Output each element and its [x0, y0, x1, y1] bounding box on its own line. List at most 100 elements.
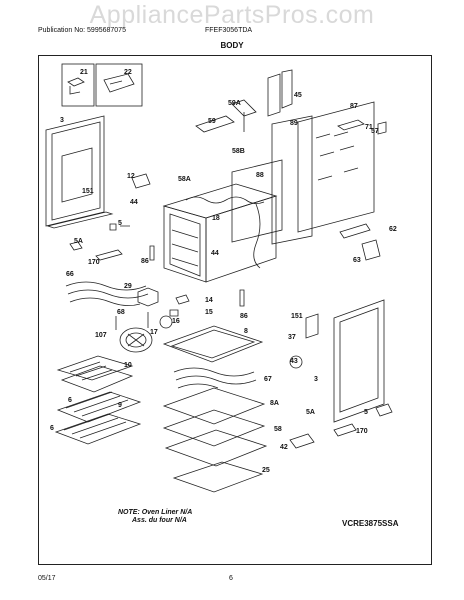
part-21-box — [61, 63, 95, 107]
door-bottom-trim — [46, 211, 114, 229]
part-10-broil-insert — [56, 355, 134, 381]
label-part-15: 15 — [205, 309, 213, 316]
part-62-switch — [339, 223, 381, 261]
label-part-43: 43 — [290, 358, 298, 365]
label-part-21: 21 — [80, 69, 88, 76]
part-107-fan-cover — [119, 327, 153, 353]
part-58B-panel — [231, 159, 283, 243]
part-5-screw — [109, 223, 130, 231]
oven-side-face — [205, 195, 277, 283]
part-9-broil-pan — [60, 365, 134, 393]
part-5-screw-right — [375, 403, 393, 417]
label-part-6-top: 6 — [68, 397, 72, 404]
oven-racks-guides — [171, 229, 199, 267]
label-part-86-left: 86 — [141, 258, 149, 265]
part-58-insulation — [162, 409, 266, 447]
label-part-42: 42 — [280, 444, 288, 451]
label-part-71: 71 — [365, 124, 373, 131]
label-part-37: 37 — [288, 334, 296, 341]
label-part-86-right: 86 — [240, 313, 248, 320]
note-oven-liner: NOTE: Oven Liner N/A Ass. du four N/A — [118, 509, 192, 525]
part-5A-clip-right — [289, 433, 315, 449]
label-part-45: 45 — [294, 92, 302, 99]
label-part-66: 66 — [66, 271, 74, 278]
label-part-44-mid: 44 — [211, 250, 219, 257]
label-part-151-right: 151 — [291, 313, 303, 320]
part-8-oven-bottom — [162, 325, 264, 363]
footer-date: 05/17 — [38, 575, 56, 582]
part-6-rack-top — [56, 391, 142, 423]
part-45-duct — [267, 69, 293, 117]
part-59-channel — [195, 115, 235, 133]
part-6-rack-bottom — [54, 413, 142, 445]
part-107-fan-inner — [125, 332, 147, 348]
diagram-title: BODY — [220, 41, 244, 50]
part-107-fan-blades — [127, 333, 145, 347]
part-59A-bracket — [231, 99, 257, 132]
label-part-107: 107 — [95, 332, 107, 339]
broil-insert-slots — [69, 361, 113, 381]
part-22-shape — [103, 73, 135, 93]
label-part-12: 12 — [127, 173, 135, 180]
part-29-cover — [137, 287, 159, 307]
diagram-frame — [38, 55, 432, 565]
part-86b-bracket — [239, 289, 245, 307]
label-part-59A: 59A — [228, 100, 241, 107]
label-part-68: 68 — [117, 309, 125, 316]
part-58A-insulation — [185, 196, 265, 204]
model-number: FFEF3056TDA — [205, 27, 253, 34]
door-inner-glass — [61, 147, 93, 203]
label-part-170-right: 170 — [356, 428, 368, 435]
door-glass — [51, 121, 101, 221]
part-5A-clip — [69, 241, 83, 251]
part-86-bracket — [149, 245, 155, 261]
label-part-5-right: 5 — [364, 409, 368, 416]
label-part-89: 89 — [290, 120, 298, 127]
label-part-59: 59 — [208, 118, 216, 125]
part-16-knob — [159, 315, 173, 329]
label-part-58A: 58A — [178, 176, 191, 183]
note-line-french: Ass. du four N/A — [132, 517, 187, 524]
label-part-8A: 8A — [270, 400, 279, 407]
publication-number: Publication No: 5995687075 — [38, 27, 126, 34]
part-22-box — [95, 63, 143, 107]
diagram-code: VCRE3875SSA — [342, 519, 399, 528]
rear-wall-vents — [315, 131, 359, 181]
label-part-5: 5 — [118, 220, 122, 227]
door-outer-panel — [45, 115, 105, 227]
side-panel-3 — [333, 299, 385, 423]
label-part-8-top: 8 — [244, 328, 248, 335]
label-part-29: 29 — [124, 283, 132, 290]
watermark: AppliancePartsPros.com — [89, 1, 375, 29]
part-14-part — [175, 294, 190, 305]
part-57-bracket — [377, 121, 387, 135]
part-42-panel — [164, 429, 268, 467]
part-25-drawer-bottom — [172, 461, 264, 493]
part-21-shape — [67, 77, 85, 95]
label-part-63: 63 — [353, 257, 361, 264]
label-part-67: 67 — [264, 376, 272, 383]
part-66-bake-element — [65, 281, 149, 306]
label-part-87: 87 — [350, 103, 358, 110]
footer-page-number: 6 — [229, 575, 233, 582]
part-15-part — [169, 309, 179, 317]
part-67-broil-element — [173, 367, 257, 389]
label-part-151-door: 151 — [82, 188, 94, 195]
part-87-clip — [337, 119, 365, 131]
side-panel-inner — [339, 307, 379, 413]
label-part-3-side: 3 — [314, 376, 318, 383]
part-43-screw — [289, 355, 303, 369]
back-panel — [271, 115, 313, 245]
part-170-hinge-right — [333, 423, 357, 437]
oven-bottom-inset — [170, 329, 256, 359]
label-part-3-door: 3 — [60, 117, 64, 124]
label-part-16: 16 — [172, 318, 180, 325]
label-part-25: 25 — [262, 467, 270, 474]
part-18-tube — [253, 203, 261, 269]
label-part-58: 58 — [274, 426, 282, 433]
part-8A-panel — [162, 387, 266, 425]
label-part-88: 88 — [256, 172, 264, 179]
part-12-sensor — [131, 173, 151, 189]
label-part-9: 9 — [118, 402, 122, 409]
